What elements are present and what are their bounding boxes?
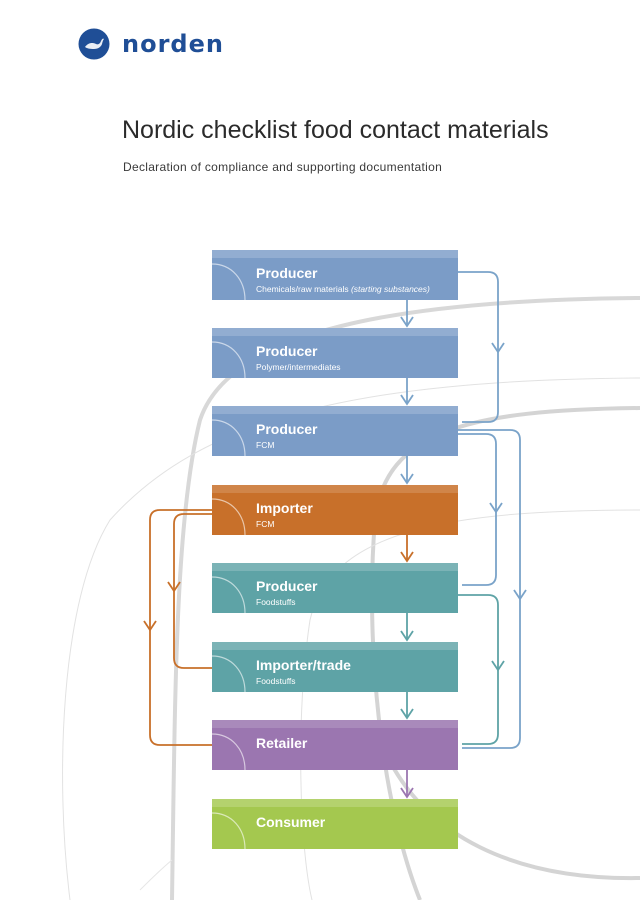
box-consumer: Consumer <box>211 799 458 850</box>
box-name: Producer <box>256 578 318 594</box>
box-retailer: Retailer <box>211 720 458 771</box>
box-subtitle: FCM <box>256 440 274 450</box>
brand-name: norden <box>122 30 224 58</box>
box-subtitle: FCM <box>256 519 274 529</box>
arrow-2-3 <box>400 378 414 406</box>
importer-flows-left <box>143 509 212 746</box>
box-name: Retailer <box>256 735 308 751</box>
swan-icon <box>78 28 110 60</box>
box-name: Importer/trade <box>256 657 351 673</box>
box-subtitle: Foodstuffs <box>256 676 296 686</box>
arrow-1-2 <box>400 300 414 328</box>
box-producer-raw: Producer Chemicals/raw materials (starti… <box>211 250 458 301</box>
box-importer-fcm: Importer FCM <box>211 485 458 536</box>
arrow-4-5 <box>400 535 414 563</box>
vertical-arrows <box>400 300 414 799</box>
box-producer-polymer: Producer Polymer/intermediates <box>211 328 458 379</box>
page-subtitle: Declaration of compliance and supporting… <box>123 160 443 174</box>
arrow-3-4 <box>400 456 414 485</box>
arrow-7-8 <box>400 770 414 799</box>
box-name: Importer <box>256 500 313 516</box>
box-name: Producer <box>256 265 318 281</box>
box-producer-fcm: Producer FCM <box>211 406 458 457</box>
box-name: Consumer <box>256 814 326 830</box>
bypass-flows-right <box>458 271 527 749</box>
box-name: Producer <box>256 343 318 359</box>
arrow-5-6 <box>400 613 414 642</box>
box-subtitle: Polymer/intermediates <box>256 362 341 372</box>
box-subtitle: Foodstuffs <box>256 597 296 607</box>
arrow-6-7 <box>400 692 414 720</box>
norden-logo: norden <box>78 28 224 60</box>
box-name: Producer <box>256 421 318 437</box>
box-importer-trade: Importer/trade Foodstuffs <box>211 642 458 693</box>
box-subtitle: Chemicals/raw materials (starting substa… <box>256 284 430 294</box>
box-producer-foodstuffs: Producer Foodstuffs <box>211 563 458 614</box>
page-title: Nordic checklist food contact materials <box>122 116 549 144</box>
